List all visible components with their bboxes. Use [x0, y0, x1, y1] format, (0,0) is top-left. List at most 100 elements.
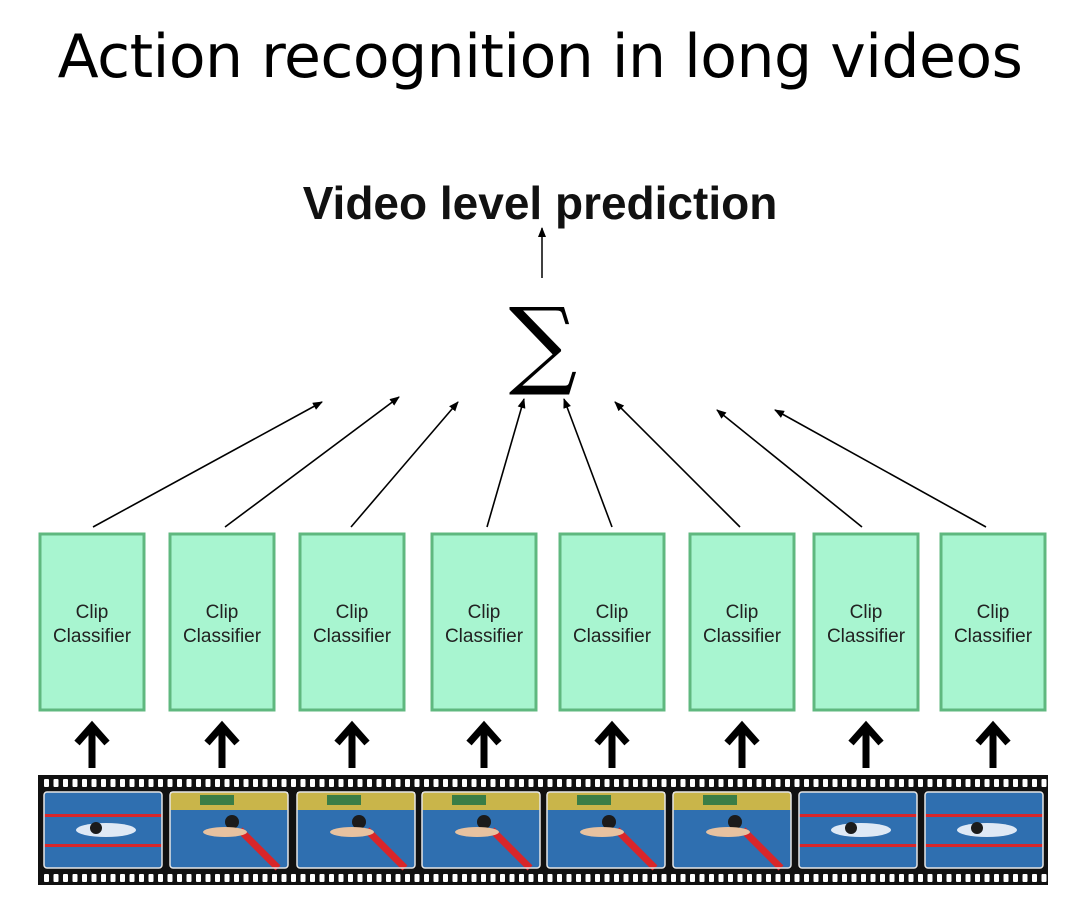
sprocket-hole: [804, 779, 809, 787]
sprocket-hole: [718, 874, 724, 882]
sprocket-hole: [918, 779, 923, 787]
sprocket-hole: [300, 874, 306, 882]
clip-classifier-label: Clip: [977, 602, 1010, 623]
sprocket-hole: [747, 874, 752, 882]
clip-classifier-box: [812, 532, 920, 712]
sprocket-hole: [870, 874, 876, 882]
sprocket-hole: [927, 874, 933, 882]
video-frame: [421, 791, 541, 871]
sprocket-hole: [338, 874, 344, 882]
sprocket-hole: [756, 779, 762, 787]
sprocket-hole: [424, 874, 429, 882]
video-filmstrip: [38, 775, 1048, 885]
clip-classifier-box: [38, 532, 146, 712]
frame-border: [546, 791, 666, 869]
sprocket-hole: [709, 779, 714, 787]
sum-symbol: ∑: [509, 287, 578, 399]
up-arrow: [848, 720, 884, 768]
sprocket-hole: [1003, 874, 1009, 882]
sprocket-hole: [215, 779, 220, 787]
sprocket-hole: [262, 874, 268, 882]
sprocket-hole: [861, 874, 866, 882]
sprocket-hole: [1041, 874, 1047, 882]
sprocket-hole: [414, 779, 420, 787]
frame-lane-line: [44, 814, 162, 817]
sprocket-hole: [576, 874, 581, 882]
frame-banner: [703, 795, 737, 805]
clip-classifier-label: Clip: [76, 602, 109, 623]
clip-classifier-box: [688, 532, 796, 712]
clip-classifier-label: Clip: [468, 602, 501, 623]
sprocket-hole: [63, 779, 68, 787]
sprocket-hole: [500, 779, 505, 787]
sprocket-hole: [633, 874, 638, 882]
clip-arrow: [774, 409, 987, 528]
sprocket-hole: [633, 779, 638, 787]
frame-lane-line: [925, 844, 1043, 847]
sprocket-hole: [291, 779, 296, 787]
sprocket-hole: [509, 874, 515, 882]
sprocket-hole: [348, 874, 353, 882]
frame-swimmer: [971, 822, 983, 834]
sprocket-hole: [490, 779, 496, 787]
sprocket-hole: [652, 874, 657, 882]
frame-lane-rope: [489, 827, 533, 871]
sprocket-hole: [44, 779, 49, 787]
sprocket-hole: [1032, 874, 1037, 882]
up-arrow: [204, 720, 240, 768]
sprocket-hole: [167, 874, 173, 882]
sprocket-hole: [253, 874, 258, 882]
sprocket-hole: [243, 779, 249, 787]
sprocket-hole: [443, 779, 448, 787]
sprocket-hole: [652, 779, 657, 787]
frame-lane-rope: [364, 827, 408, 871]
frame-swimmer: [225, 815, 239, 829]
sprocket-hole: [139, 779, 144, 787]
sprocket-hole: [880, 779, 885, 787]
sprocket-hole: [196, 874, 201, 882]
video-level-prediction-label: Video level prediction: [302, 177, 778, 229]
frame-swimmer: [602, 815, 616, 829]
sprocket-hole: [395, 874, 401, 882]
sprocket-hole: [595, 874, 600, 882]
frame-border: [672, 791, 792, 869]
frame-border: [421, 791, 541, 869]
sprocket-hole: [956, 779, 961, 787]
sprocket-hole: [728, 779, 733, 787]
sprocket-hole: [386, 874, 391, 882]
sprocket-hole: [91, 874, 97, 882]
sprocket-hole: [481, 779, 486, 787]
sprocket-hole: [424, 779, 429, 787]
frame-border: [169, 791, 289, 869]
sprocket-hole: [196, 779, 201, 787]
sprocket-hole: [642, 874, 648, 882]
sprocket-hole: [766, 779, 771, 787]
sprocket-hole: [443, 874, 448, 882]
sprocket-hole: [433, 779, 439, 787]
sprocket-hole: [1003, 779, 1009, 787]
sprocket-hole: [661, 779, 667, 787]
sprocket-hole: [937, 874, 942, 882]
clip-arrow: [563, 398, 613, 528]
sprocket-hole: [975, 779, 980, 787]
sprocket-hole: [367, 874, 372, 882]
clip-classifier-label: Clip: [850, 602, 883, 623]
frame-border: [296, 791, 416, 869]
sprocket-hole: [129, 874, 135, 882]
sprocket-hole: [899, 874, 904, 882]
sprocket-hole: [234, 874, 239, 882]
sprocket-hole: [1041, 779, 1047, 787]
sprocket-hole: [262, 779, 268, 787]
sprocket-hole: [395, 779, 401, 787]
sprocket-hole: [224, 779, 230, 787]
sprocket-hole: [53, 874, 59, 882]
sprocket-hole: [101, 779, 106, 787]
clip-classifier-label: Classifier: [827, 626, 906, 647]
clip-classifiers: ClipClassifierClipClassifierClipClassifi…: [38, 532, 1047, 712]
frame-to-classifier-arrows: [74, 720, 1011, 768]
sprocket-hole: [699, 779, 705, 787]
sprocket-hole: [1013, 779, 1018, 787]
clip-classifier-label: Classifier: [313, 626, 392, 647]
frame-border: [924, 791, 1044, 869]
sprocket-hole: [205, 874, 211, 882]
